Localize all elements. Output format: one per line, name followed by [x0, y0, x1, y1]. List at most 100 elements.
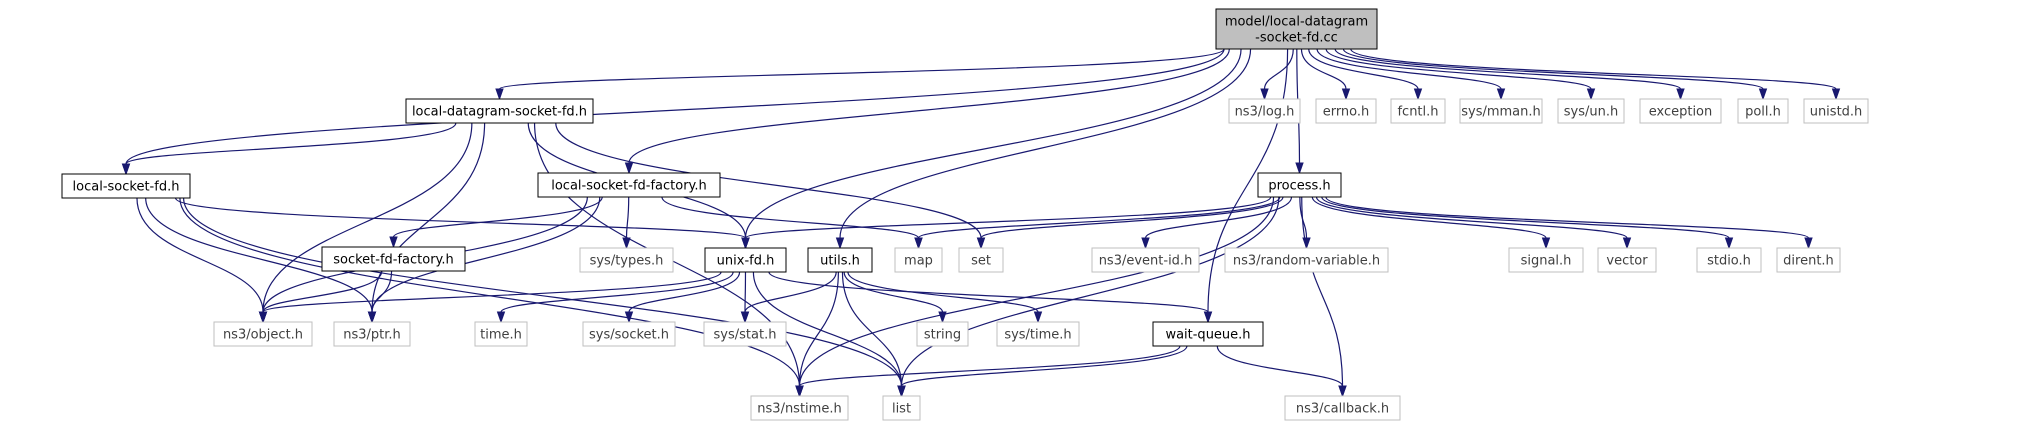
arrowhead: [741, 237, 750, 250]
node-box: [1508, 247, 1584, 273]
edge-root-to-unistd: [1350, 48, 1841, 101]
node-box: [996, 321, 1080, 347]
edge-root-to-ldsf: [495, 48, 1225, 101]
node-map: map: [894, 247, 943, 273]
node-label: sys/mman.h: [1461, 105, 1541, 120]
node-box: [1284, 395, 1401, 421]
edge-line: [847, 271, 1039, 313]
edge-line: [628, 271, 741, 313]
edge-line: [744, 196, 1272, 239]
arrowhead: [835, 237, 845, 250]
node-dirent: dirent.h: [1776, 247, 1841, 273]
node-label: sys/types.h: [590, 254, 664, 269]
edge-line: [1321, 196, 1730, 239]
arrowhead: [1413, 88, 1423, 101]
arrowhead: [1260, 88, 1269, 101]
node-waitq[interactable]: wait-queue.h: [1152, 321, 1264, 347]
node-label: sys/un.h: [1564, 105, 1618, 120]
node-label: -socket-fd.cc: [1255, 31, 1338, 46]
node-label: ns3/event-id.h: [1099, 254, 1193, 269]
node-label: set: [971, 254, 991, 269]
node-sysstat: sys/stat.h: [703, 321, 787, 347]
node-label: local-socket-fd-factory.h: [551, 179, 707, 194]
edge-process-to-callback: [1301, 196, 1347, 398]
edge-line: [125, 122, 457, 165]
node-box: [1091, 247, 1200, 273]
node-set: set: [958, 247, 1004, 273]
edge-ldsf-to-lsf: [121, 122, 457, 176]
edge-process-to-dirent: [1325, 196, 1813, 250]
edge-lsff-to-sff: [389, 196, 603, 249]
edge-sff-to-ptr: [367, 270, 393, 324]
edge-line: [174, 197, 747, 239]
node-box: [537, 172, 721, 198]
node-box: [894, 247, 943, 273]
node-unixfd[interactable]: unix-fd.h: [704, 247, 787, 273]
node-process[interactable]: process.h: [1257, 172, 1342, 198]
node-box: [807, 247, 873, 273]
node-mman: sys/mman.h: [1459, 98, 1543, 124]
edge-root-to-lsf: [121, 48, 1225, 176]
arrowhead: [1804, 237, 1813, 250]
node-label: sys/time.h: [1004, 328, 1071, 343]
node-label: sys/stat.h: [714, 328, 777, 343]
edge-process-to-map: [914, 196, 1281, 250]
node-box: [1390, 98, 1446, 124]
arrowhead: [1676, 88, 1685, 101]
node-box: [1228, 98, 1301, 124]
edge-ldsf-to-object: [258, 122, 473, 324]
node-label: socket-fd-factory.h: [333, 253, 454, 268]
node-box: [1597, 247, 1657, 273]
arrowhead: [1338, 385, 1347, 398]
node-box: [704, 247, 787, 273]
node-utils[interactable]: utils.h: [807, 247, 873, 273]
edge-line: [980, 196, 1284, 239]
edge-line: [1216, 345, 1344, 387]
node-box: [1459, 98, 1543, 124]
node-ldsf[interactable]: local-datagram-socket-fd.h: [405, 98, 594, 124]
edge-waitq-to-callback: [1216, 345, 1347, 398]
edge-utils-to-systime: [847, 271, 1043, 324]
edge-unixfd-to-waitq: [768, 271, 1213, 324]
node-label: unistd.h: [1810, 105, 1863, 120]
edge-line: [1342, 48, 1764, 90]
arrowhead: [121, 163, 131, 176]
node-box: [333, 321, 411, 347]
arrowhead: [976, 237, 986, 250]
node-box: [1803, 98, 1869, 124]
edge-line: [1325, 48, 1592, 90]
edge-line: [798, 345, 1181, 387]
arrowhead: [1622, 237, 1632, 250]
node-label: stdio.h: [1707, 254, 1751, 269]
node-label: poll.h: [1745, 105, 1781, 120]
node-lsf[interactable]: local-socket-fd.h: [61, 173, 191, 199]
arrowhead: [1724, 237, 1734, 250]
edge-lsff-to-map: [661, 196, 923, 250]
edge-line: [1308, 48, 1419, 90]
edge-line: [1144, 196, 1293, 239]
edge-lsff-to-systypes: [622, 196, 631, 250]
arrowhead: [914, 237, 923, 250]
edge-line: [1316, 48, 1502, 90]
node-sff[interactable]: socket-fd-factory.h: [321, 246, 466, 272]
node-box: [1215, 8, 1378, 50]
edge-process-to-unixfd: [741, 196, 1272, 250]
edge-line: [752, 271, 903, 387]
node-string: string: [916, 321, 969, 347]
node-label: ns3/ptr.h: [343, 328, 401, 343]
nodes-layer: model/local-datagram-socket-fd.cc local-d…: [61, 8, 1869, 421]
arrowhead: [795, 385, 804, 398]
node-label: sys/socket.h: [589, 328, 669, 343]
node-lsff[interactable]: local-socket-fd-factory.h: [537, 172, 721, 198]
node-label: ns3/nstime.h: [757, 402, 841, 417]
edge-line: [262, 271, 722, 313]
node-root[interactable]: model/local-datagram-socket-fd.cc: [1215, 8, 1378, 50]
edge-line: [900, 345, 1188, 387]
edge-root-to-lsff: [624, 48, 1230, 175]
arrowhead: [495, 88, 504, 101]
arrowhead: [1496, 88, 1506, 101]
edge-line: [744, 48, 1242, 239]
node-label: time.h: [480, 328, 522, 343]
node-signal: signal.h: [1508, 247, 1584, 273]
edge-line: [262, 122, 473, 313]
